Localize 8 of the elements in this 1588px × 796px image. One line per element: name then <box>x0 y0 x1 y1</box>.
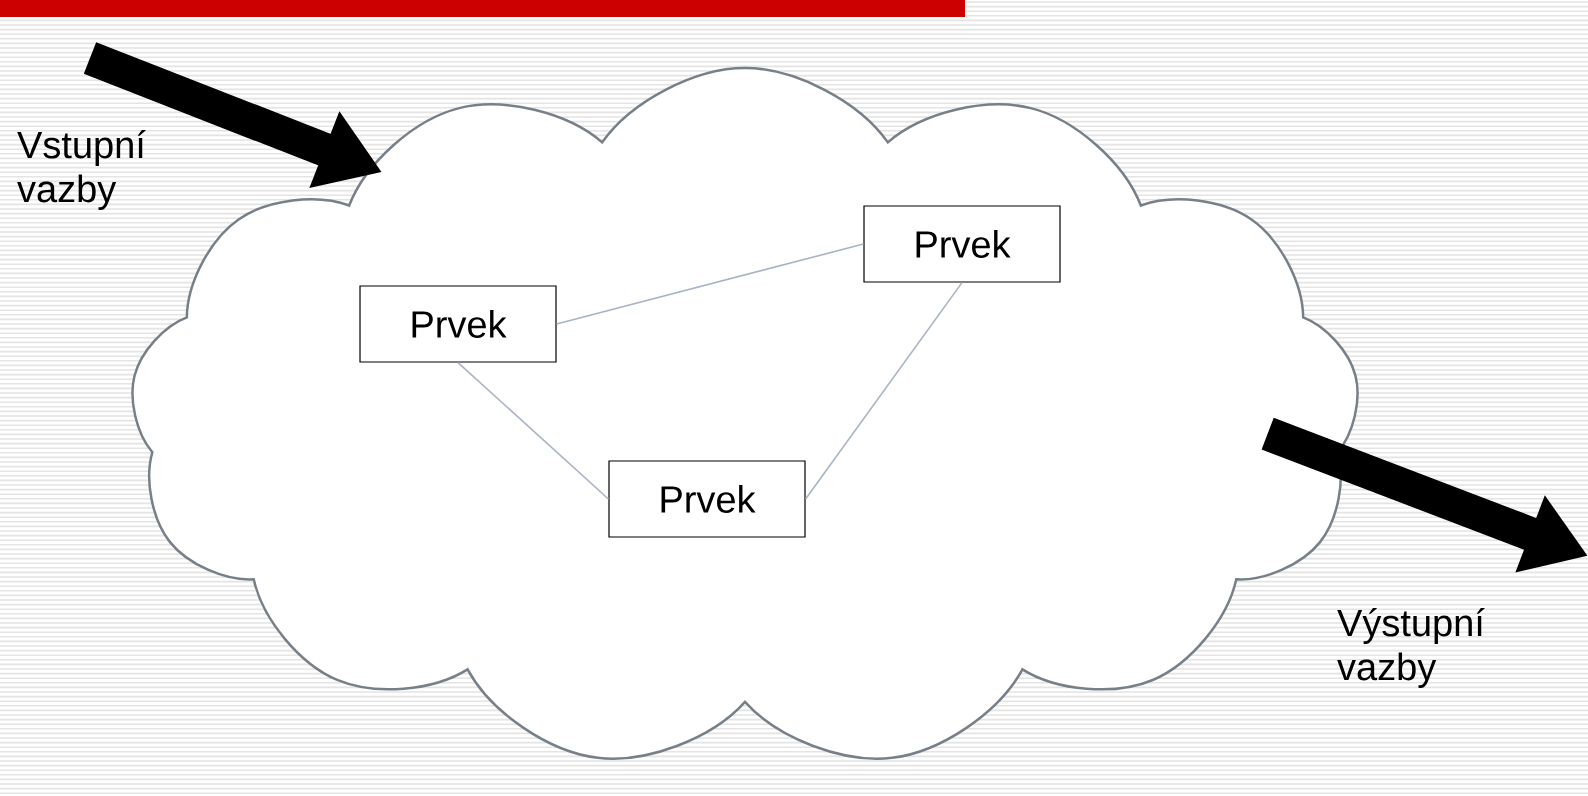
element-box: Prvek <box>608 460 806 538</box>
element-box: Prvek <box>863 205 1061 283</box>
edge-label: Vstupní vazby <box>17 130 146 210</box>
connector-line <box>555 243 865 325</box>
connector-line <box>804 281 963 500</box>
connector-line <box>457 361 610 500</box>
edge-label: Výstupní vazby <box>1337 608 1485 688</box>
element-box: Prvek <box>359 285 557 363</box>
